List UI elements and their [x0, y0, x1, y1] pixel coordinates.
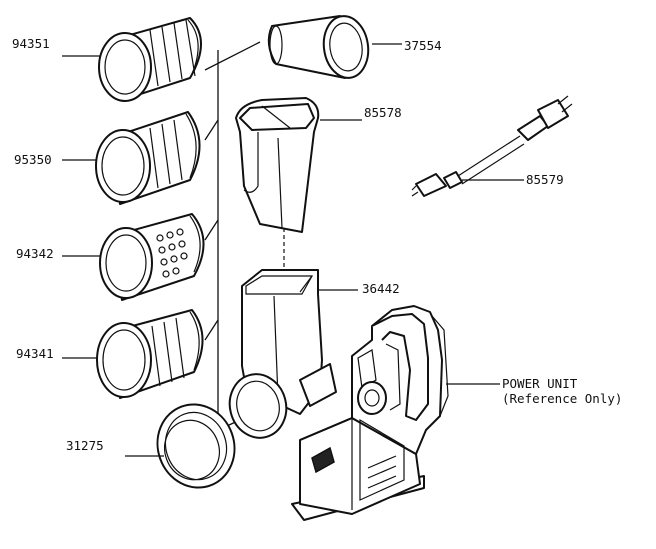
cord-36442	[411, 95, 573, 197]
alignment-branch	[204, 219, 219, 241]
power-unit	[291, 305, 449, 521]
alignment-branch	[204, 41, 261, 71]
housing-85579	[228, 269, 337, 439]
power-unit-label: POWER UNIT	[502, 376, 578, 391]
power-unit-note: (Reference Only)	[502, 391, 622, 406]
part-number-85579: 36442	[362, 281, 400, 296]
cone-95350	[95, 111, 201, 205]
alignment-branch	[204, 319, 219, 341]
part-number-37554: 37554	[404, 38, 442, 53]
cone-94351	[98, 17, 202, 102]
part-number-95350: 95350	[14, 152, 52, 167]
part-number-31275: 31275	[66, 438, 104, 453]
part-number-94341: 94341	[16, 346, 54, 361]
cone-94341	[96, 309, 204, 399]
part-number-85578: 85578	[364, 105, 402, 120]
part-number-94351: 94351	[12, 36, 50, 51]
ring-31275	[156, 403, 236, 489]
cone-94342	[99, 213, 205, 301]
part-number-36442: 85579	[526, 172, 564, 187]
part-number-94342: 94342	[16, 246, 54, 261]
chute-85578	[235, 97, 320, 233]
alignment-branch	[204, 119, 219, 141]
cylinder-37554	[267, 15, 370, 79]
